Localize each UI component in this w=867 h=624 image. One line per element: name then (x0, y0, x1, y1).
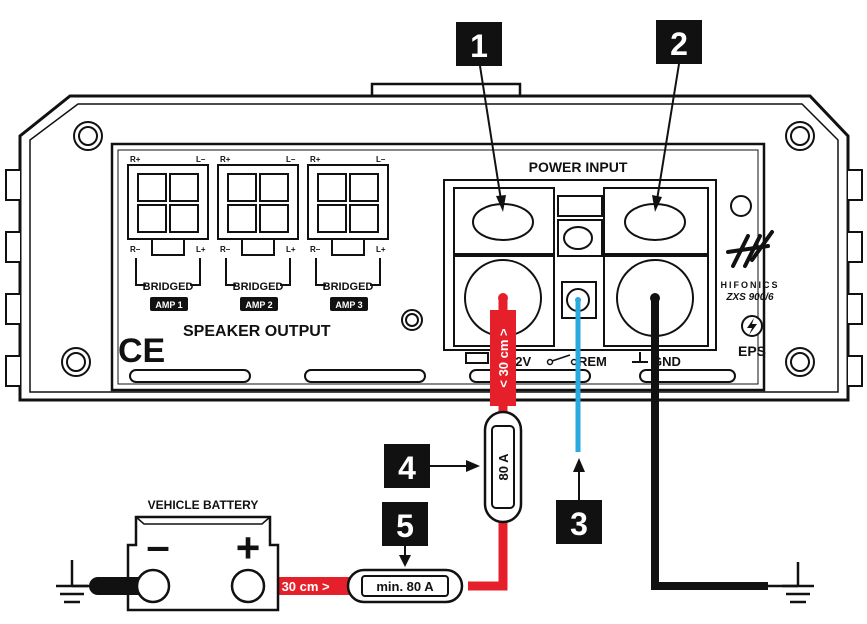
amp1-badge: AMP 1 (155, 300, 182, 310)
ground-icon-battery (56, 560, 98, 604)
amp2-rplus-label: R+ (220, 155, 231, 164)
callout-4-number: 4 (398, 450, 416, 486)
model-label: ZXS 900/6 (725, 292, 774, 303)
ground-icon-amp (768, 562, 814, 604)
amp3-rplus-label: R+ (310, 155, 321, 164)
callout-3-number: 3 (570, 506, 588, 542)
amp3-rminus-label: R– (310, 245, 321, 254)
amp3-bridged-label: BRIDGED (323, 281, 374, 293)
callout-2: 2 (652, 20, 702, 212)
amp2-rminus-label: R– (220, 245, 231, 254)
main-fuse-label: min. 80 A (376, 579, 434, 594)
amp3-lplus-label: L+ (376, 245, 386, 254)
amp1-lplus-label: L+ (196, 245, 206, 254)
callout-1-number: 1 (470, 28, 488, 64)
callout-1: 1 (456, 22, 506, 212)
speaker-connectors (127, 164, 389, 286)
red-wire-length-horizontal: < 30 cm > (270, 579, 330, 594)
speaker-connector-amp2 (217, 164, 299, 286)
battery-title: VEHICLE BATTERY (148, 498, 259, 512)
callout-2-number: 2 (670, 26, 688, 62)
terminal-labels: 12V REM GND (465, 352, 681, 369)
gnd-label: GND (652, 354, 681, 369)
amp2-badge: AMP 2 (245, 300, 272, 310)
callout-3: 3 (556, 458, 602, 544)
speaker-output-label: SPEAKER OUTPUT (183, 323, 331, 340)
ground-wire-black (651, 298, 768, 590)
battery-minus-sign: – (146, 522, 169, 569)
screw-icons (61, 121, 815, 377)
brand-label: HIFONICS (720, 280, 779, 290)
inline-fuse-label: 80 A (496, 453, 511, 481)
callout-5: 5 (382, 502, 428, 567)
main-fuse: min. 80 A (346, 568, 464, 604)
eps-lightning-icon (741, 315, 763, 337)
power-input-label: POWER INPUT (529, 159, 628, 175)
speaker-connector-amp1 (127, 164, 209, 286)
red-wire-length-vertical: < 30 cm > (496, 328, 511, 388)
switch-icon (546, 354, 578, 366)
amp2-lplus-label: L+ (286, 245, 296, 254)
amp3-badge: AMP 3 (335, 300, 362, 310)
speaker-connector-amp3 (307, 164, 389, 286)
battery-symbol-icon (465, 352, 489, 364)
eps-label: EPS (738, 343, 766, 359)
vehicle-battery-icon: – + (89, 515, 280, 612)
amp1-bridged-label: BRIDGED (143, 281, 194, 293)
amp3-lminus-label: L– (376, 155, 386, 164)
callout-4: 4 (384, 444, 480, 488)
ground-symbol-icon (632, 352, 648, 363)
amp2-bridged-label: BRIDGED (233, 281, 284, 293)
ce-mark: CE (118, 332, 165, 370)
amp1-rplus-label: R+ (130, 155, 141, 164)
inline-fuse: 80 A (483, 410, 523, 524)
callout-5-number: 5 (396, 508, 414, 544)
amp1-rminus-label: R– (130, 245, 141, 254)
hifonics-logo-icon (726, 230, 774, 268)
amp1-lminus-label: L– (196, 155, 206, 164)
battery-plus-sign: + (236, 524, 261, 571)
amp2-lminus-label: L– (286, 155, 296, 164)
rem-label: REM (578, 354, 607, 369)
